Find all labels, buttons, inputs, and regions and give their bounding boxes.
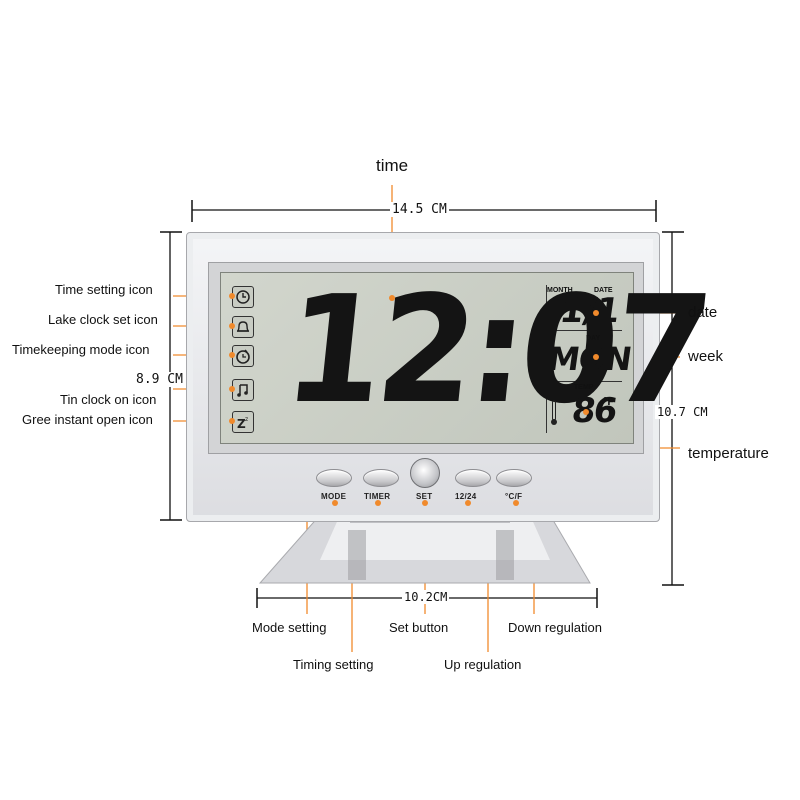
temp-label: TEMP	[574, 384, 594, 391]
leader-dot-up	[465, 500, 471, 506]
leader-dot-icon-1	[229, 293, 235, 299]
lake-clock-set-icon-label: Lake clock set icon	[48, 312, 158, 327]
height-dimension-left: 8.9 CM	[134, 372, 185, 387]
temperature-unit: °F	[603, 396, 615, 408]
leader-dot-mode	[332, 500, 338, 506]
date-display: 1/1	[557, 291, 623, 331]
timing-setting-annotation: Timing setting	[293, 657, 374, 672]
month-label: MONTH	[547, 287, 573, 294]
date-label: DATE	[594, 287, 613, 294]
leader-dot-down	[513, 500, 519, 506]
leader-dot-icon-2	[229, 323, 235, 329]
up-regulation-annotation: Up regulation	[444, 657, 522, 672]
up-button[interactable]	[455, 469, 491, 487]
down-button[interactable]	[496, 469, 532, 487]
leader-dot-temp	[583, 409, 589, 415]
time-display: 12:07	[277, 264, 715, 436]
mode-button-label: MODE	[321, 492, 347, 501]
timer-button[interactable]	[363, 469, 399, 487]
bell-icon	[232, 316, 254, 338]
clock-icon	[232, 286, 254, 308]
set-button[interactable]	[410, 458, 440, 488]
thermometer-icon	[550, 400, 558, 431]
down-button-label: °C/F	[505, 492, 523, 501]
svg-text:Z: Z	[237, 417, 246, 431]
width-dimension-top: 14.5 CM	[390, 202, 449, 217]
down-regulation-annotation: Down regulation	[508, 620, 602, 635]
leader-dot-icon-4	[229, 386, 235, 392]
leader-dot-icon-5	[229, 418, 235, 424]
music-note-icon	[232, 379, 254, 401]
time-annotation: time	[376, 156, 409, 175]
day-display: MON	[545, 340, 634, 378]
lcd-divider-vertical	[546, 285, 547, 433]
height-dimension-right: 10.7 CM	[655, 405, 710, 419]
set-button-annotation: Set button	[389, 620, 449, 635]
temperature-annotation: temperature	[688, 445, 769, 462]
gree-instant-open-icon-label: Gree instant open icon	[22, 412, 153, 427]
lcd-screen	[220, 272, 634, 444]
timer-button-label: TIMER	[364, 492, 391, 501]
clock-stand	[258, 505, 591, 584]
mode-button[interactable]	[316, 469, 352, 487]
leader-dot-time	[389, 295, 395, 301]
tin-clock-on-icon-label: Tin clock on icon	[60, 392, 157, 407]
leader-dot-week	[593, 354, 599, 360]
leader-dot-icon-3	[229, 352, 235, 358]
leader-dot-set	[422, 500, 428, 506]
leader-dot-timer	[375, 500, 381, 506]
up-button-label: 12/24	[455, 492, 477, 501]
timer-icon	[232, 345, 254, 367]
width-dimension-bottom: 10.2CM	[402, 590, 450, 604]
time-setting-icon-label: Time setting icon	[55, 282, 153, 297]
set-button-label: SET	[416, 492, 433, 501]
leader-dot-date	[593, 310, 599, 316]
lcd-divider-2	[546, 381, 622, 382]
timekeeping-mode-icon-label: Timekeeping mode icon	[12, 342, 150, 357]
week-annotation: week	[688, 348, 724, 365]
lcd-divider-1	[546, 330, 622, 331]
date-annotation: date	[688, 304, 718, 321]
day-label: DAY	[586, 335, 601, 342]
mode-setting-annotation: Mode setting	[252, 620, 327, 635]
svg-text:z: z	[245, 416, 248, 423]
